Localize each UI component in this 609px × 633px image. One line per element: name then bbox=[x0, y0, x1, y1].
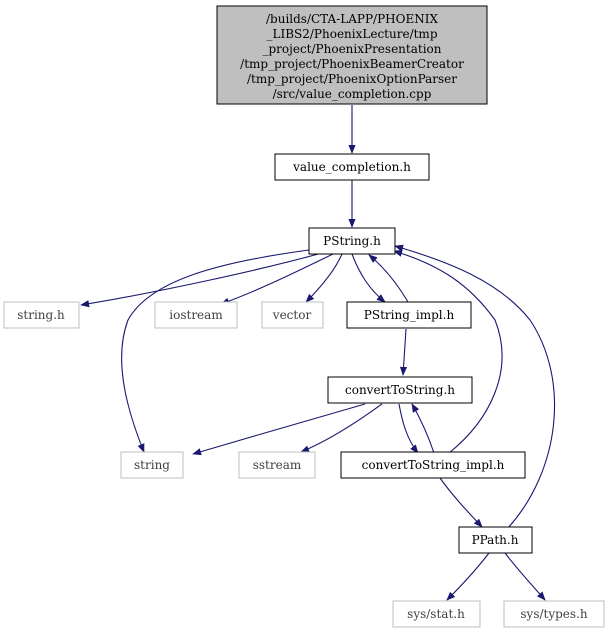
edge-pstring-h-to-iostream bbox=[220, 253, 334, 305]
node-value-completion-h[interactable]: value_completion.h bbox=[274, 153, 430, 181]
edge-pstring-h-to-vector bbox=[305, 253, 343, 303]
edge-converttostring-h-to-string bbox=[192, 403, 366, 456]
root-line-2: _LIBS2/PhoenixLecture/tmp bbox=[267, 27, 438, 41]
node-label: vector bbox=[272, 308, 312, 322]
edge-pstring-impl-h-to-converttostring-h bbox=[399, 328, 408, 376]
node-label: convertToString.h bbox=[345, 383, 455, 397]
node-vector: vector bbox=[261, 301, 324, 329]
node-label: convertToString_impl.h bbox=[362, 458, 505, 472]
node-label: sstream bbox=[253, 458, 302, 472]
node-label: sys/types.h bbox=[520, 607, 587, 621]
node-label: string bbox=[134, 458, 170, 472]
node-converttostring-h[interactable]: convertToString.h bbox=[327, 376, 473, 404]
edge-pstring-h-to-string-h bbox=[80, 252, 323, 308]
edge-pstring-impl-h-to-pstring-h bbox=[368, 254, 409, 303]
root-line-1: /builds/CTA-LAPP/PHOENIX bbox=[266, 12, 438, 26]
edge-converttostring-impl-h-to-ppath-h bbox=[439, 477, 483, 528]
node-converttostring-impl-h[interactable]: convertToString_impl.h bbox=[340, 451, 526, 479]
node-label: sys/stat.h bbox=[407, 607, 465, 621]
node-label: PPath.h bbox=[472, 533, 519, 547]
edge-pstring-h-to-pstring-impl-h bbox=[351, 253, 386, 303]
node-ppath-h[interactable]: PPath.h bbox=[458, 526, 533, 554]
node-sys-types-h: sys/types.h bbox=[503, 600, 605, 628]
node-label: value_completion.h bbox=[292, 160, 411, 174]
node-sstream: sstream bbox=[238, 451, 316, 479]
root-line-5: /tmp_project/PhoenixOptionParser bbox=[247, 72, 457, 86]
edge-ppath-h-to-sys-types-h bbox=[504, 552, 546, 601]
edge-converttostring-impl-h-to-pstring-h bbox=[393, 249, 503, 454]
node-pstring-impl-h[interactable]: PString_impl.h bbox=[346, 301, 472, 329]
node-pstring-h[interactable]: PString.h bbox=[308, 227, 396, 255]
node-label: string.h bbox=[17, 308, 65, 322]
root-line-4: /tmp_project/PhoenixBeamerCreator bbox=[240, 57, 464, 71]
root-line-6: /src/value_completion.cpp bbox=[273, 87, 432, 101]
edge-converttostring-impl-h-to-converttostring-h bbox=[411, 403, 435, 454]
node-string: string bbox=[120, 451, 184, 479]
edge-converttostring-h-to-sstream bbox=[300, 403, 383, 453]
node-label: PString_impl.h bbox=[364, 308, 455, 322]
edge-pstring-h-to-string bbox=[121, 249, 310, 453]
edge-ppath-h-to-sys-stat-h bbox=[446, 552, 490, 601]
node-sys-stat-h: sys/stat.h bbox=[392, 600, 481, 628]
edges bbox=[80, 105, 556, 601]
node-iostream: iostream bbox=[154, 301, 238, 329]
root-line-3: _project/PhoenixPresentation bbox=[262, 42, 441, 56]
edge-ppath-h-to-pstring-h bbox=[394, 244, 556, 529]
node-label: iostream bbox=[169, 308, 223, 322]
node-label: PString.h bbox=[323, 234, 381, 248]
edge-converttostring-h-to-converttostring-impl-h bbox=[398, 403, 419, 454]
node-root-file[interactable]: /builds/CTA-LAPP/PHOENIX _LIBS2/PhoenixL… bbox=[216, 5, 488, 105]
node-string-h: string.h bbox=[3, 301, 80, 329]
